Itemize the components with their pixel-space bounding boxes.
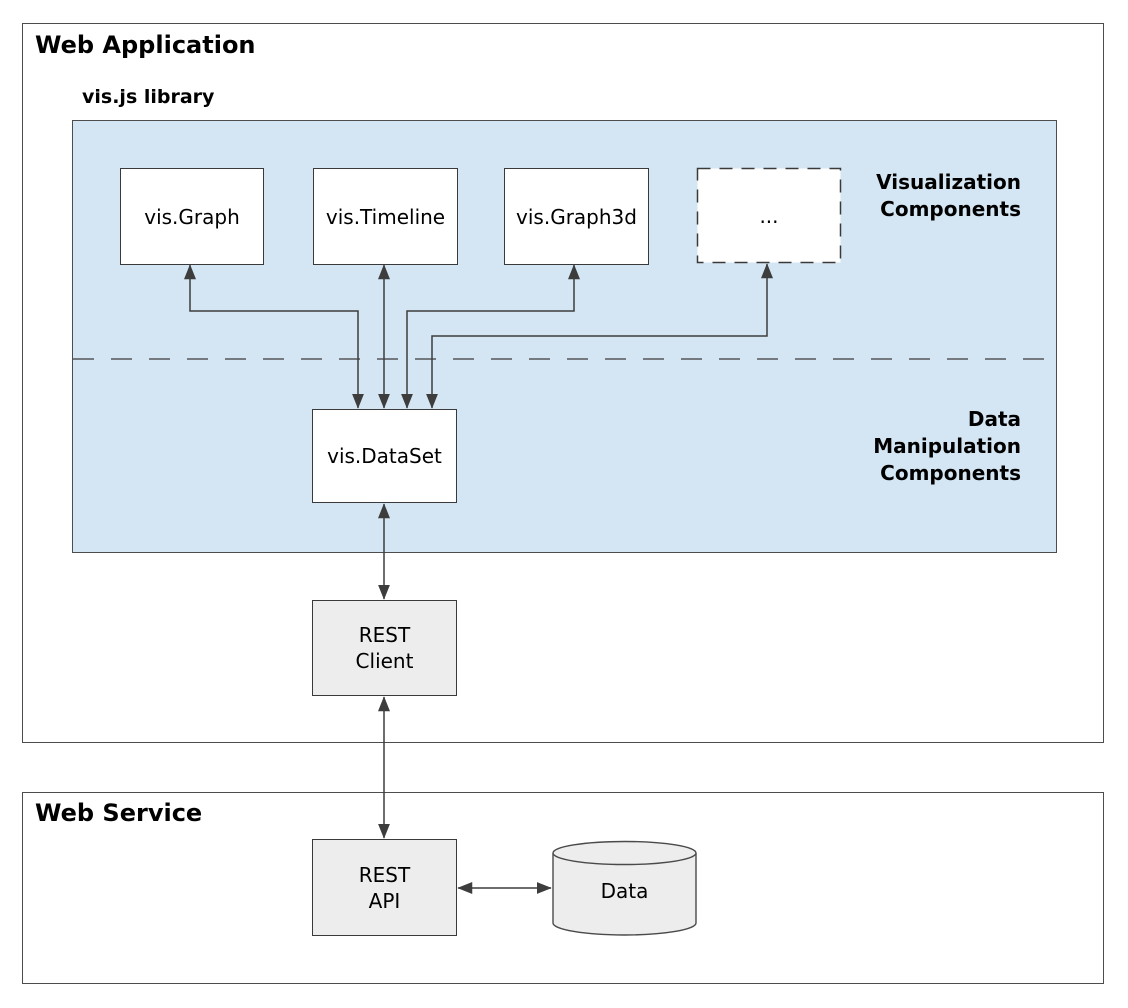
node-vis-graph: vis.Graph — [120, 168, 264, 265]
node-vis-timeline-label: vis.Timeline — [325, 204, 446, 229]
node-vis-dataset: vis.DataSet — [312, 409, 457, 503]
node-rest-client-label: REST Client — [355, 623, 414, 673]
node-vis-dataset-label: vis.DataSet — [327, 444, 442, 468]
node-rest-api: REST API — [312, 839, 457, 936]
vis-js-library-label: vis.js library — [82, 86, 215, 108]
data-manipulation-components-annotation: Data Manipulation Components — [873, 407, 1021, 485]
data-store-text: Data — [600, 878, 649, 903]
node-data-store-label: Data — [553, 853, 696, 928]
node-rest-api-label: REST API — [358, 862, 411, 913]
node-vis-graph3d: vis.Graph3d — [504, 168, 649, 265]
web-application-box — [22, 23, 1104, 743]
node-more-components-label: ... — [759, 203, 779, 228]
node-vis-timeline: vis.Timeline — [313, 168, 458, 265]
web-application-title: Web Application — [35, 31, 256, 59]
web-service-box — [22, 792, 1104, 984]
visualization-components-annotation: Visualization Components — [876, 170, 1021, 221]
web-service-title: Web Service — [35, 799, 203, 827]
node-vis-graph-label: vis.Graph — [144, 204, 240, 229]
node-vis-graph3d-label: vis.Graph3d — [516, 204, 637, 229]
node-rest-client: REST Client — [312, 600, 457, 696]
node-more-components: ... — [697, 168, 841, 263]
